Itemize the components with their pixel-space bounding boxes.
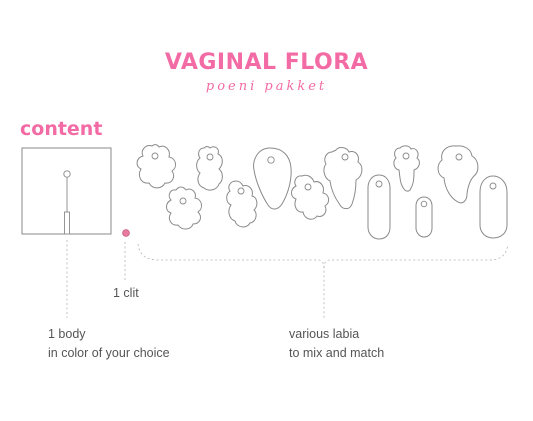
labia-piece-4	[226, 180, 258, 228]
labia-piece-8-hole	[375, 180, 383, 188]
labia-piece-1	[136, 144, 177, 189]
labia-piece-1-hole	[151, 152, 159, 160]
labia-piece-7	[323, 147, 363, 210]
labia-piece-6	[291, 174, 330, 220]
labia-piece-5	[253, 147, 292, 210]
labia-piece-11-hole	[455, 153, 463, 161]
labia-pieces	[136, 144, 508, 240]
page-title: VAGINAL FLORA	[164, 50, 369, 75]
labia-piece-10-hole	[420, 200, 428, 208]
labia-piece-8	[367, 174, 391, 240]
labia-piece-9-hole	[402, 152, 410, 160]
labia-piece-4-hole	[237, 187, 245, 195]
caption-body-line2: in color of your choice	[48, 346, 170, 360]
labia-piece-9	[393, 145, 420, 192]
labia-piece-3	[196, 146, 223, 191]
labia-piece-12-hole	[489, 182, 497, 190]
caption-body-line1: 1 body	[48, 327, 86, 341]
clit-piece	[122, 229, 130, 237]
labia-bracket-right	[323, 243, 509, 269]
labia-piece-3-hole	[206, 153, 214, 161]
labia-bracket-left	[137, 243, 325, 318]
section-heading-content: content	[20, 118, 103, 140]
body-hole	[63, 170, 71, 178]
body-piece	[21, 147, 112, 235]
page-subtitle: poeni pakket	[205, 79, 328, 94]
labia-piece-5-hole	[267, 156, 275, 164]
labia-piece-10	[415, 196, 433, 238]
caption-labia-line2: to mix and match	[289, 346, 385, 360]
labia-piece-11	[437, 145, 479, 204]
labia-piece-6-hole	[304, 183, 312, 191]
body-slot	[64, 211, 70, 235]
labia-piece-2-hole	[179, 197, 187, 205]
labia-piece-2	[166, 186, 203, 230]
labia-piece-12	[479, 175, 508, 239]
labia-piece-7-hole	[341, 153, 349, 161]
caption-labia-line1: various labia	[289, 327, 360, 341]
caption-clit: 1 clit	[113, 286, 139, 300]
